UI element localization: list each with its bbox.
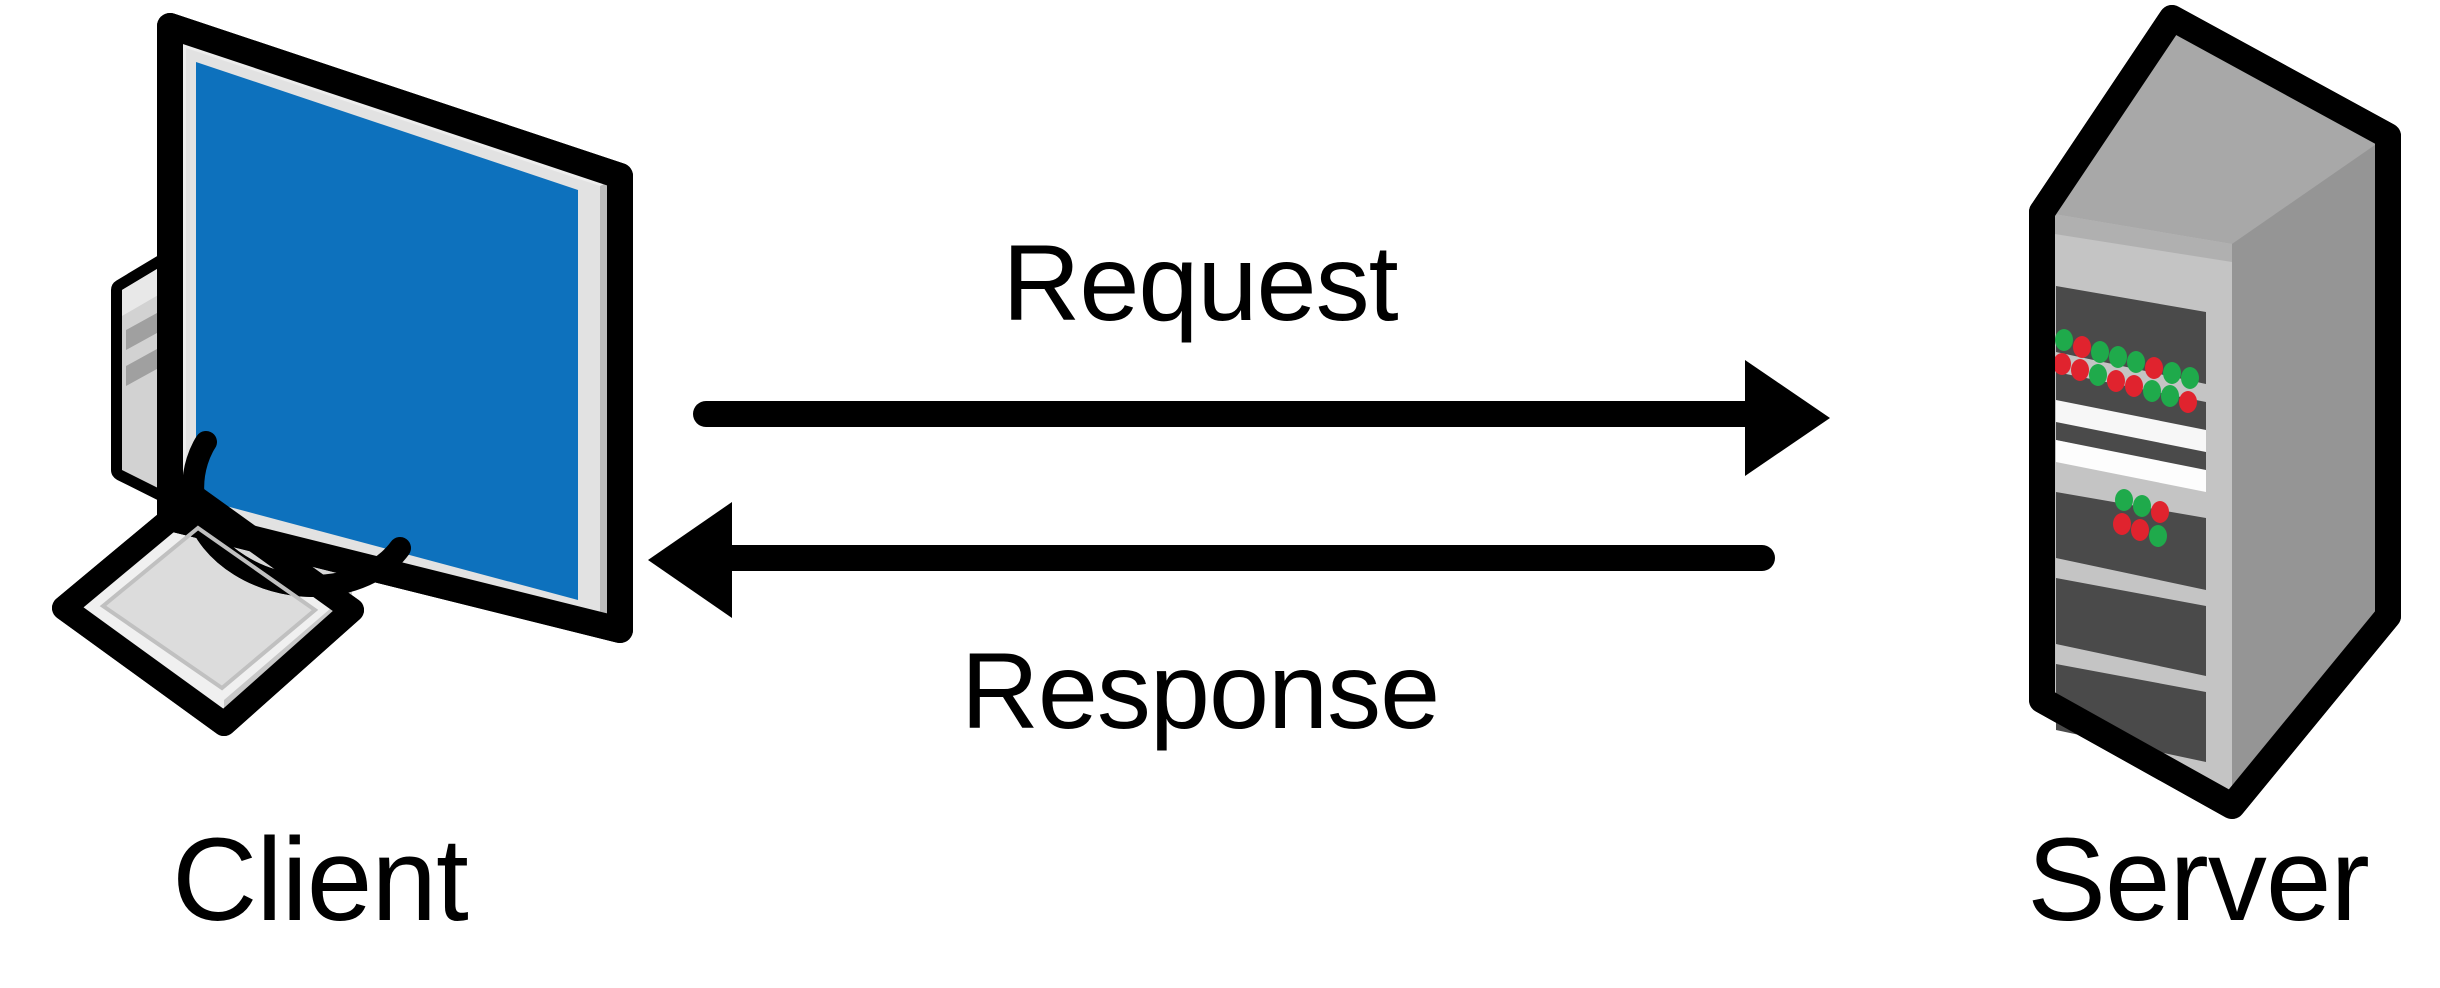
server-status-leds-lower [2113, 489, 2169, 547]
request-label: Request [1002, 222, 1398, 343]
monitor-screen [196, 62, 578, 600]
request-arrowhead-icon [1745, 360, 1830, 476]
server-status-leds-upper [2053, 329, 2199, 413]
server-label: Server [2027, 814, 2369, 946]
monitor-shape [157, 13, 633, 643]
response-connector [648, 502, 1775, 618]
response-arrowhead-icon [648, 502, 732, 618]
client-label: Client [172, 814, 468, 946]
keyboard-outline [52, 486, 364, 736]
request-connector [693, 360, 1830, 476]
mouse-outline [182, 431, 411, 597]
desktop-computer-icon [52, 13, 633, 736]
server-drive-bays [2056, 286, 2206, 762]
response-label: Response [961, 630, 1439, 751]
server-tower-icon [2029, 5, 2401, 819]
